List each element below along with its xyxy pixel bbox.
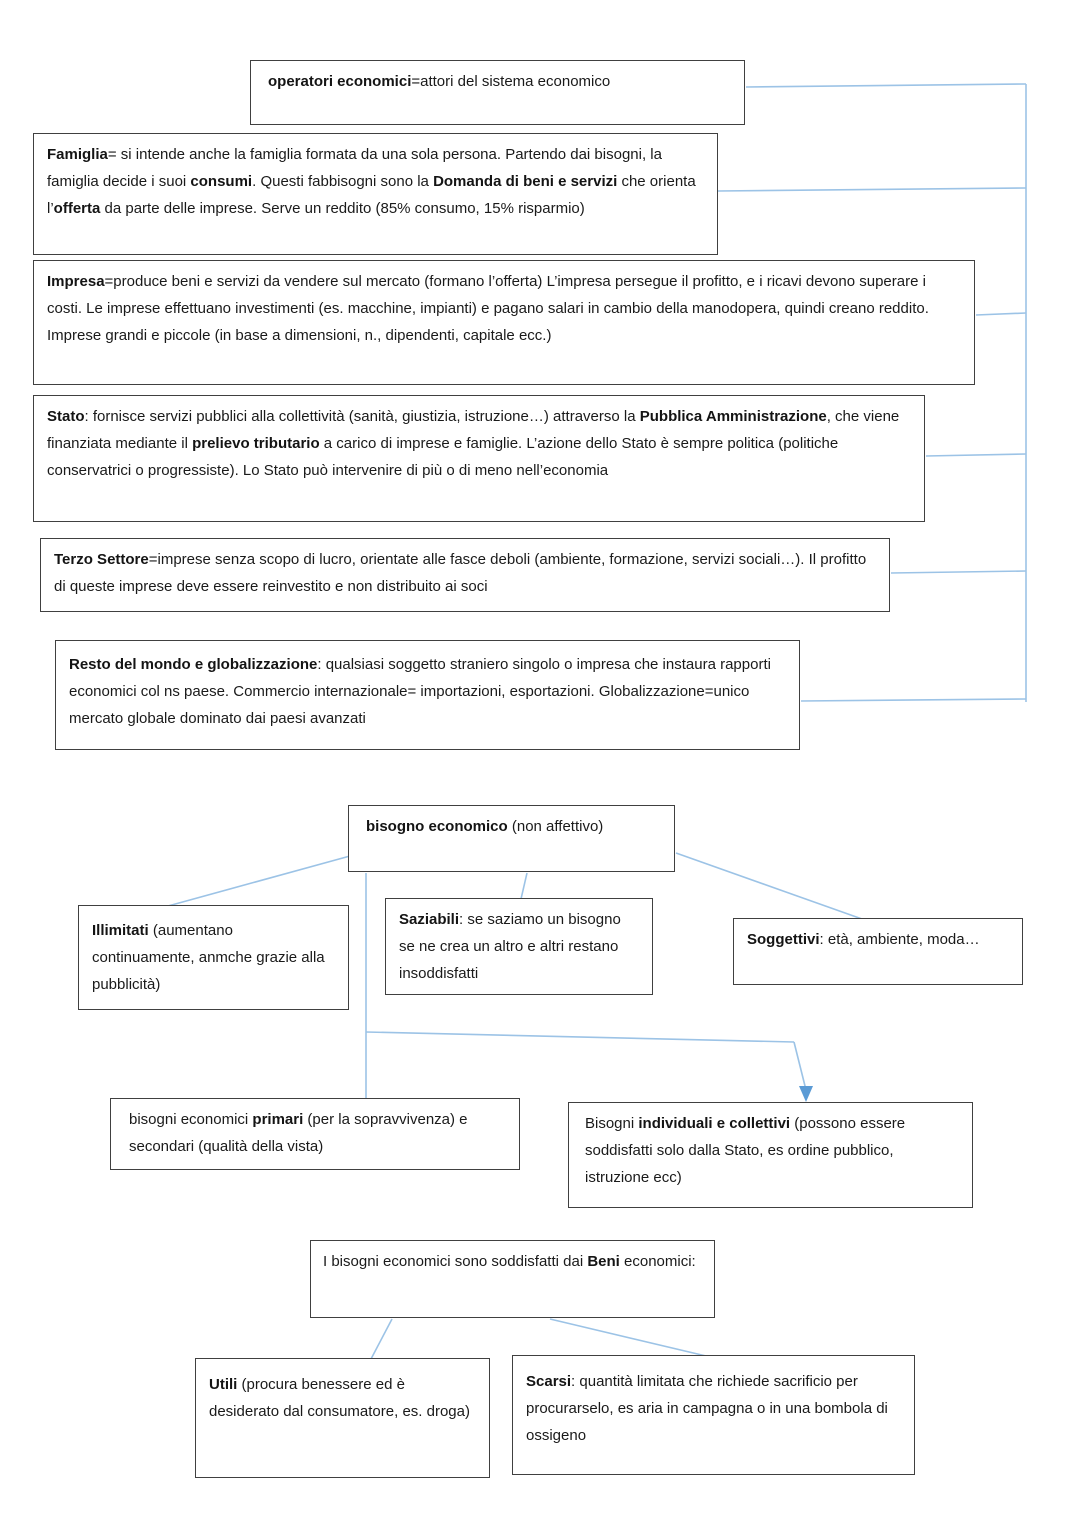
- connector-resto: [800, 698, 1027, 702]
- arrowhead-individuali: [799, 1086, 813, 1102]
- box-saziabili: Saziabili: se saziamo un bisogno se ne c…: [385, 898, 653, 995]
- box-impresa: Impresa=produce beni e servizi da vender…: [33, 260, 975, 385]
- connector-beni-utili: [370, 1318, 393, 1360]
- box-beni-economici: I bisogni economici sono soddisfatti dai…: [310, 1240, 715, 1318]
- box-operatori-economici: operatori economici=attori del sistema e…: [250, 60, 745, 125]
- box-soggettivi: Soggettivi: età, ambiente, moda…: [733, 918, 1023, 985]
- connector-branch-drop: [793, 1041, 807, 1091]
- box-resto-del-mondo: Resto del mondo e globalizzazione: quals…: [55, 640, 800, 750]
- connector-bisogno-soggettivi: [675, 852, 863, 920]
- connector-operatori: [745, 83, 1027, 88]
- connector-branch-horizontal: [365, 1031, 795, 1043]
- box-bisogno-economico: bisogno economico (non affettivo): [348, 805, 675, 872]
- box-bisogni-primari-secondari: bisogni economici primari (per la soprav…: [110, 1098, 520, 1170]
- connector-bisogno-illimitati: [167, 855, 351, 907]
- box-utili: Utili (procura benessere ed è desiderato…: [195, 1358, 490, 1478]
- box-illimitati: Illimitati (aumentano continuamente, anm…: [78, 905, 349, 1010]
- box-scarsi: Scarsi: quantità limitata che richiede s…: [512, 1355, 915, 1475]
- box-bisogni-individuali-collettivi: Bisogni individuali e collettivi (posson…: [568, 1102, 973, 1208]
- connector-impresa: [975, 312, 1027, 316]
- box-famiglia: Famiglia= si intende anche la famiglia f…: [33, 133, 718, 255]
- connector-bisogno-saziabili: [520, 872, 528, 900]
- connector-stato: [925, 453, 1027, 457]
- connector-famiglia: [717, 187, 1027, 192]
- connector-terzo: [890, 570, 1027, 574]
- box-stato: Stato: fornisce servizi pubblici alla co…: [33, 395, 925, 522]
- connector-beni-scarsi: [549, 1318, 707, 1357]
- box-terzo-settore: Terzo Settore=imprese senza scopo di luc…: [40, 538, 890, 612]
